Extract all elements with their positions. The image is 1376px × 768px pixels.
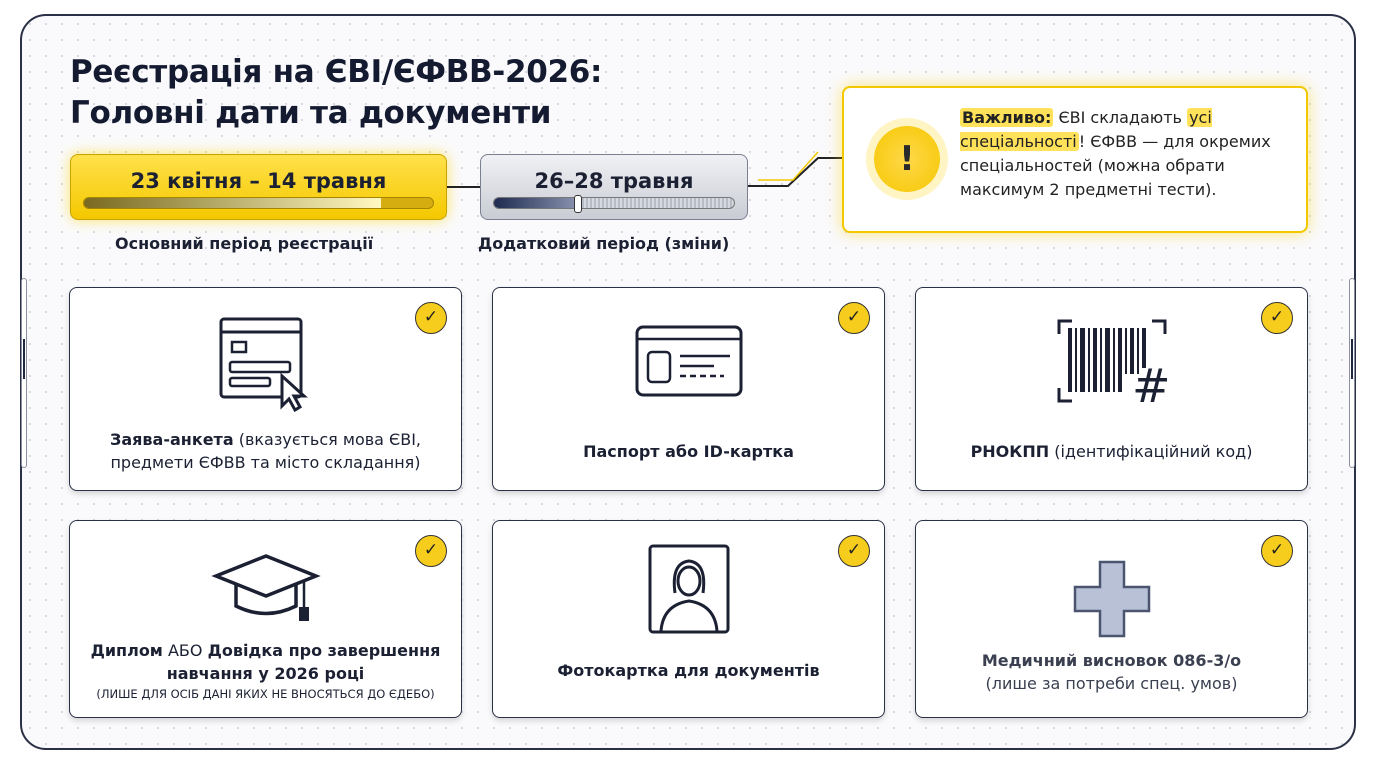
doc-card-photo: ✓ Фотокартка для документів (492, 520, 885, 718)
check-icon: ✓ (415, 535, 447, 567)
photo-icon (648, 544, 729, 634)
side-rail-left (21, 278, 27, 468)
card-caption: Диплом АБО Довідка про завершення навчан… (90, 641, 441, 701)
main-period-progress (83, 197, 434, 209)
check-icon: ✓ (415, 302, 447, 334)
doc-card-diploma: ✓ Диплом АБО Довідка про завершення навч… (69, 520, 462, 718)
check-icon: ✓ (1261, 302, 1293, 334)
exclamation-icon: ! (874, 126, 940, 192)
doc-card-tax-id: ✓ # РНОКПП (ідентифікаційний код) (915, 287, 1308, 491)
barcode-icon: # (1057, 319, 1170, 406)
page-title: Реєстрація на ЄВІ/ЄФВВ-2026:Головні дати… (70, 54, 603, 131)
doc-card-application-form: ✓ Заява-анкета (вказується мова ЄВІ, пре… (69, 287, 462, 491)
extra-period-box: 26–28 травня (480, 154, 748, 220)
card-caption: Паспорт або ID-картка (583, 442, 794, 461)
important-note: ! Важливо: ЄВІ складають усі спеціальнос… (842, 86, 1308, 233)
doc-card-passport: ✓ Паспорт або ID-картка (492, 287, 885, 491)
card-caption: Фотокартка для документів (557, 661, 820, 680)
connector (748, 151, 842, 187)
svg-text:#: # (1132, 359, 1170, 406)
main-period-box: 23 квітня – 14 травня (70, 154, 447, 220)
important-note-text: Важливо: ЄВІ складають усі спеціальності… (960, 108, 1271, 199)
side-rail-right (1349, 278, 1355, 468)
medical-cross-icon (1073, 560, 1150, 638)
form-icon (219, 317, 308, 412)
check-icon: ✓ (1261, 535, 1293, 567)
connector (447, 186, 480, 188)
extra-period-label: Додатковий період (зміни) (478, 234, 730, 253)
card-caption: Медичний висновок 086-3/о(лише за потреб… (981, 651, 1242, 693)
graduation-cap-icon (210, 554, 321, 621)
card-caption: Заява-анкета (вказується мова ЄВІ, предм… (109, 430, 421, 472)
doc-card-medical: ✓ Медичний висновок 086-3/о(лише за потр… (915, 520, 1308, 718)
card-caption: РНОКПП (ідентифікаційний код) (970, 442, 1253, 461)
extra-period-progress (493, 195, 735, 213)
check-icon: ✓ (838, 535, 870, 567)
check-icon: ✓ (838, 302, 870, 334)
id-card-icon (635, 325, 742, 397)
extra-period-dates: 26–28 травня (534, 169, 694, 193)
main-period-label: Основний період реєстрації (115, 234, 374, 253)
main-period-dates: 23 квітня – 14 травня (130, 169, 387, 193)
